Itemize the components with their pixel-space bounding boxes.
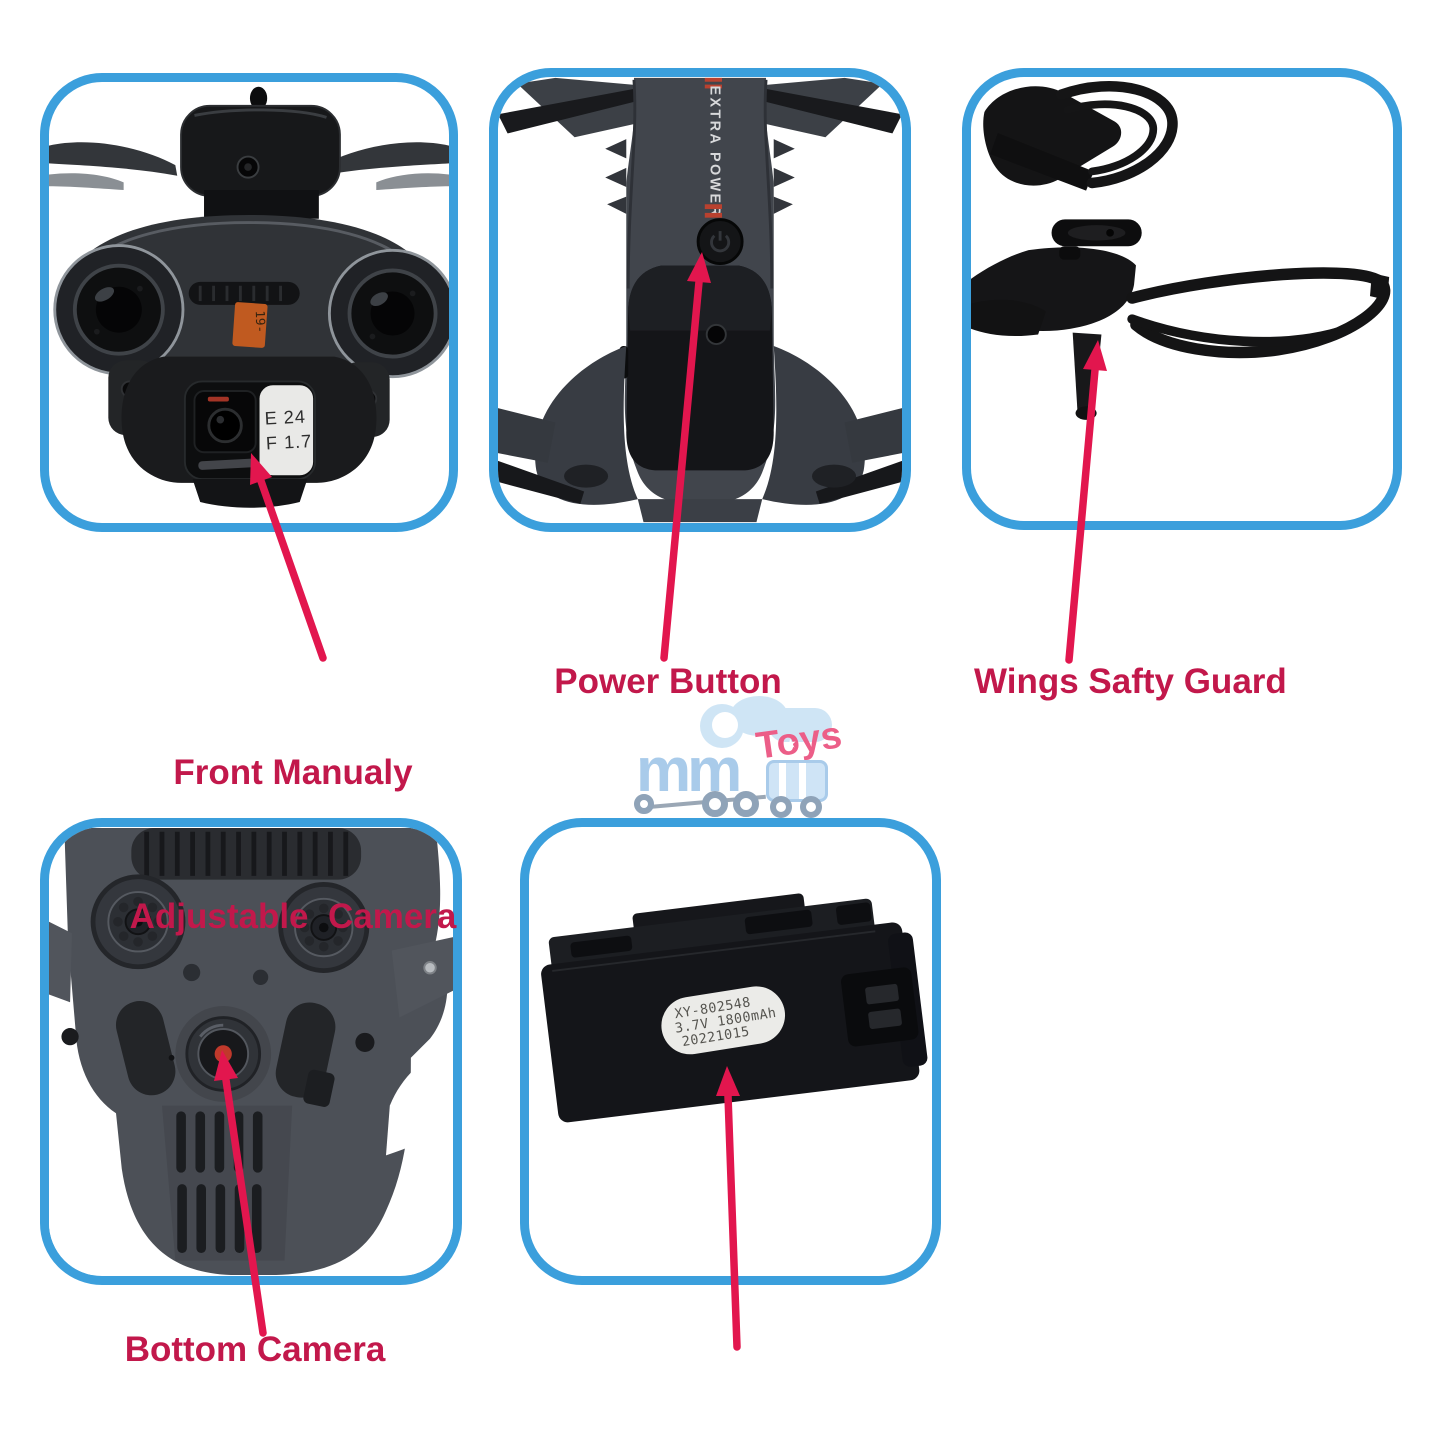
sticker-text: 19- xyxy=(253,310,269,333)
obstacle-sensor-left xyxy=(53,244,185,376)
caption-extra-battery: 1 Extra Battery ( Total 2 battries ) xyxy=(537,1348,937,1445)
caption-wings-guard: Wings Safty Guard xyxy=(974,662,1287,701)
landing-leg xyxy=(1072,332,1102,420)
logo-wheel xyxy=(733,791,759,817)
battery-connector xyxy=(841,967,919,1047)
extra-power-marking: EXTRA POWER xyxy=(704,77,723,219)
front-camera-photo: 19- E 24 F 1.7 xyxy=(49,86,449,508)
panel-wings-guard xyxy=(962,68,1402,530)
guard-arm-top xyxy=(983,80,1178,191)
svg-text:E 24: E 24 xyxy=(264,407,306,429)
camera-lens xyxy=(207,407,243,444)
bottom-camera-lens xyxy=(214,1045,232,1063)
front-camera-unit: E 24 F 1.7 xyxy=(183,380,316,481)
logo-cloud-highlight xyxy=(712,712,738,738)
logo-wheel xyxy=(770,796,792,818)
power-button-photo: EXTRA POWER xyxy=(498,77,902,523)
panel-extra-battery: XY-802548 3.7V 1800mAh 20221015 xyxy=(520,818,941,1285)
orange-sticker: 19- xyxy=(232,302,268,348)
extra-power-text: EXTRA POWER xyxy=(707,86,723,219)
camera-spec-label: E 24 F 1.7 xyxy=(264,407,312,454)
battery-ribbed-top xyxy=(131,827,362,880)
logo-wheel xyxy=(634,794,654,814)
mmtoys-logo: mm Toys ★ xyxy=(630,696,845,821)
panel-power-button: EXTRA POWER xyxy=(489,68,911,532)
caption-front-camera: Front Manualy Adjustable Camera xyxy=(129,753,457,936)
antenna-bump xyxy=(249,86,268,110)
motor-mount-right xyxy=(278,882,370,973)
logo-mm-text: mm xyxy=(636,736,742,805)
logo-toys-text: Toys xyxy=(753,714,845,768)
power-button-icon xyxy=(696,218,744,266)
panel-front-camera: 19- E 24 F 1.7 xyxy=(40,73,458,532)
guard-arm-middle xyxy=(971,219,1391,359)
caption-power-button: Power Button xyxy=(554,662,782,701)
logo-wheel xyxy=(800,796,822,818)
battery-pack: XY-802548 3.7V 1800mAh 20221015 xyxy=(541,893,928,1123)
battery-photo: XY-802548 3.7V 1800mAh 20221015 xyxy=(541,893,928,1123)
wings-guard-photo xyxy=(971,80,1391,420)
star-icon: ★ xyxy=(783,735,798,752)
vent-slots xyxy=(161,1105,293,1261)
caption-bottom-camera: Bottom Camera xyxy=(124,1330,386,1369)
logo-wagon xyxy=(766,760,828,802)
svg-text:F 1.7: F 1.7 xyxy=(265,431,312,453)
battery-spec-label: XY-802548 3.7V 1800mAh 20221015 xyxy=(661,986,786,1055)
motor-mount-left xyxy=(90,874,186,970)
obstacle-sensor-right xyxy=(327,248,449,379)
logo-wheel xyxy=(702,791,728,817)
arm-screw xyxy=(423,961,437,975)
logo-cloud xyxy=(768,708,832,742)
